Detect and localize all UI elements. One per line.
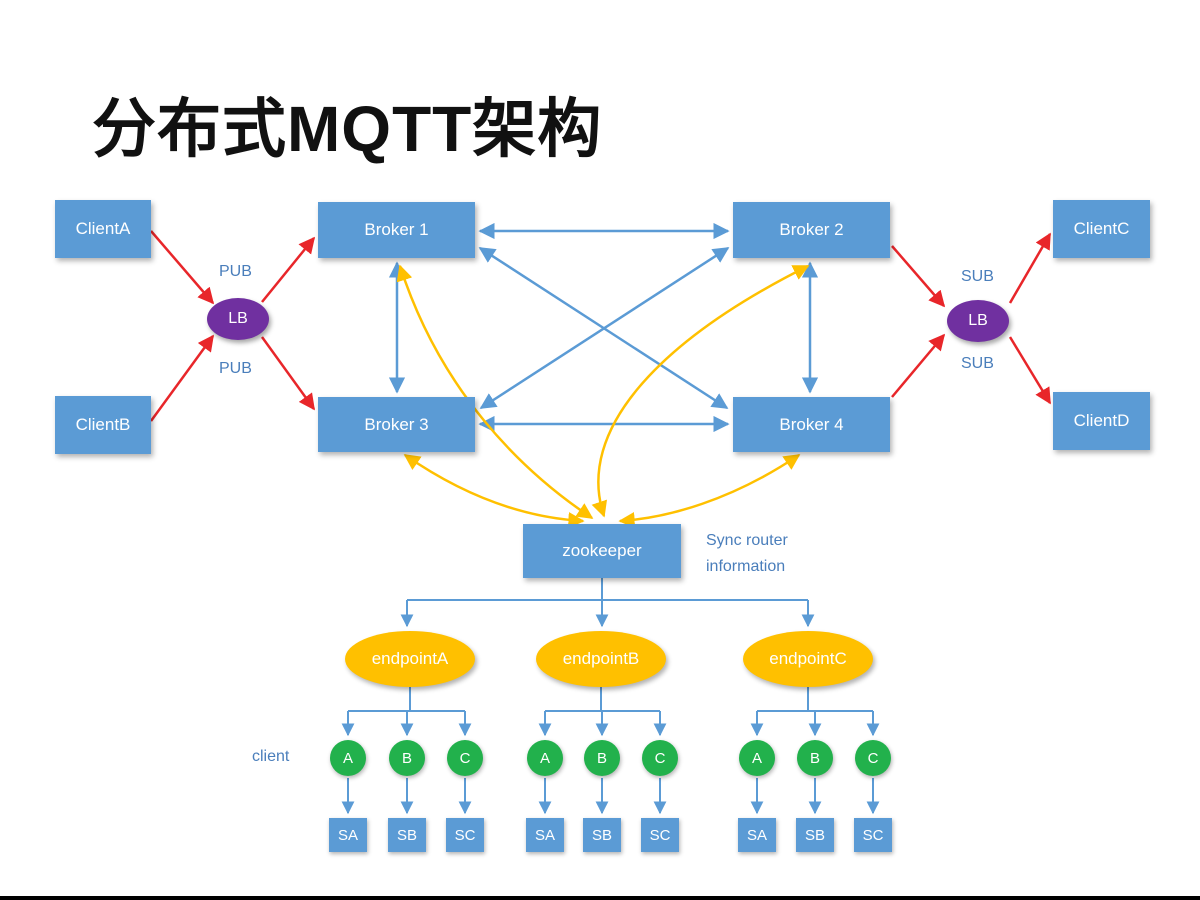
node-broker-4: Broker 4: [733, 397, 890, 452]
client-row-label: client: [252, 748, 290, 765]
node-endpoint-b: endpointB: [536, 631, 666, 687]
load-balancer-left: LB: [207, 298, 269, 340]
node-endpoint-a: endpointA: [345, 631, 475, 687]
subscriber-box-sb: SB: [388, 818, 426, 852]
subscriber-box-sb: SB: [796, 818, 834, 852]
sub-arrows: [891, 232, 1052, 405]
subclient-circle-a: A: [330, 740, 366, 776]
sub-label-top: SUB: [961, 268, 994, 285]
subclient-circle-b: B: [389, 740, 425, 776]
pub-label-top: PUB: [219, 263, 252, 280]
sync-router-arrows: [396, 264, 810, 529]
node-client-b: ClientB: [55, 396, 151, 454]
node-zookeeper: zookeeper: [523, 524, 681, 578]
subscriber-box-sc: SC: [854, 818, 892, 852]
node-endpoint-c: endpointC: [743, 631, 873, 687]
node-client-d: ClientD: [1053, 392, 1150, 450]
subclient-circle-b: B: [797, 740, 833, 776]
slide-bottom-edge: [0, 896, 1200, 900]
node-broker-2: Broker 2: [733, 202, 890, 258]
endpoint-c-tree: [750, 687, 880, 737]
endpoint-a-tree: [341, 687, 472, 737]
node-broker-3: Broker 3: [318, 397, 475, 452]
subscriber-box-sa: SA: [738, 818, 776, 852]
endpoint-b-tree: [538, 687, 667, 737]
page-title: 分布式MQTT架构: [92, 93, 603, 165]
subscriber-box-sc: SC: [641, 818, 679, 852]
subscriber-box-sc: SC: [446, 818, 484, 852]
subscriber-box-sb: SB: [583, 818, 621, 852]
subclient-circle-a: A: [527, 740, 563, 776]
pub-label-bottom: PUB: [219, 360, 252, 377]
subclient-circle-a: A: [739, 740, 775, 776]
subclient-circle-c: C: [447, 740, 483, 776]
sync-router-note: Sync router information: [706, 532, 788, 576]
load-balancer-right: LB: [947, 300, 1009, 342]
node-client-a: ClientA: [55, 200, 151, 258]
subclient-circle-c: C: [642, 740, 678, 776]
node-client-c: ClientC: [1053, 200, 1150, 258]
subscriber-box-sa: SA: [329, 818, 367, 852]
subscriber-box-sa: SA: [526, 818, 564, 852]
sub-label-bottom: SUB: [961, 355, 994, 372]
subclient-circle-c: C: [855, 740, 891, 776]
node-broker-1: Broker 1: [318, 202, 475, 258]
subclient-circle-b: B: [584, 740, 620, 776]
subscriber-arrows: [341, 778, 880, 815]
pub-arrows: [149, 230, 316, 422]
broker-mesh-arrows: [388, 222, 819, 433]
zookeeper-tree: [400, 578, 815, 628]
